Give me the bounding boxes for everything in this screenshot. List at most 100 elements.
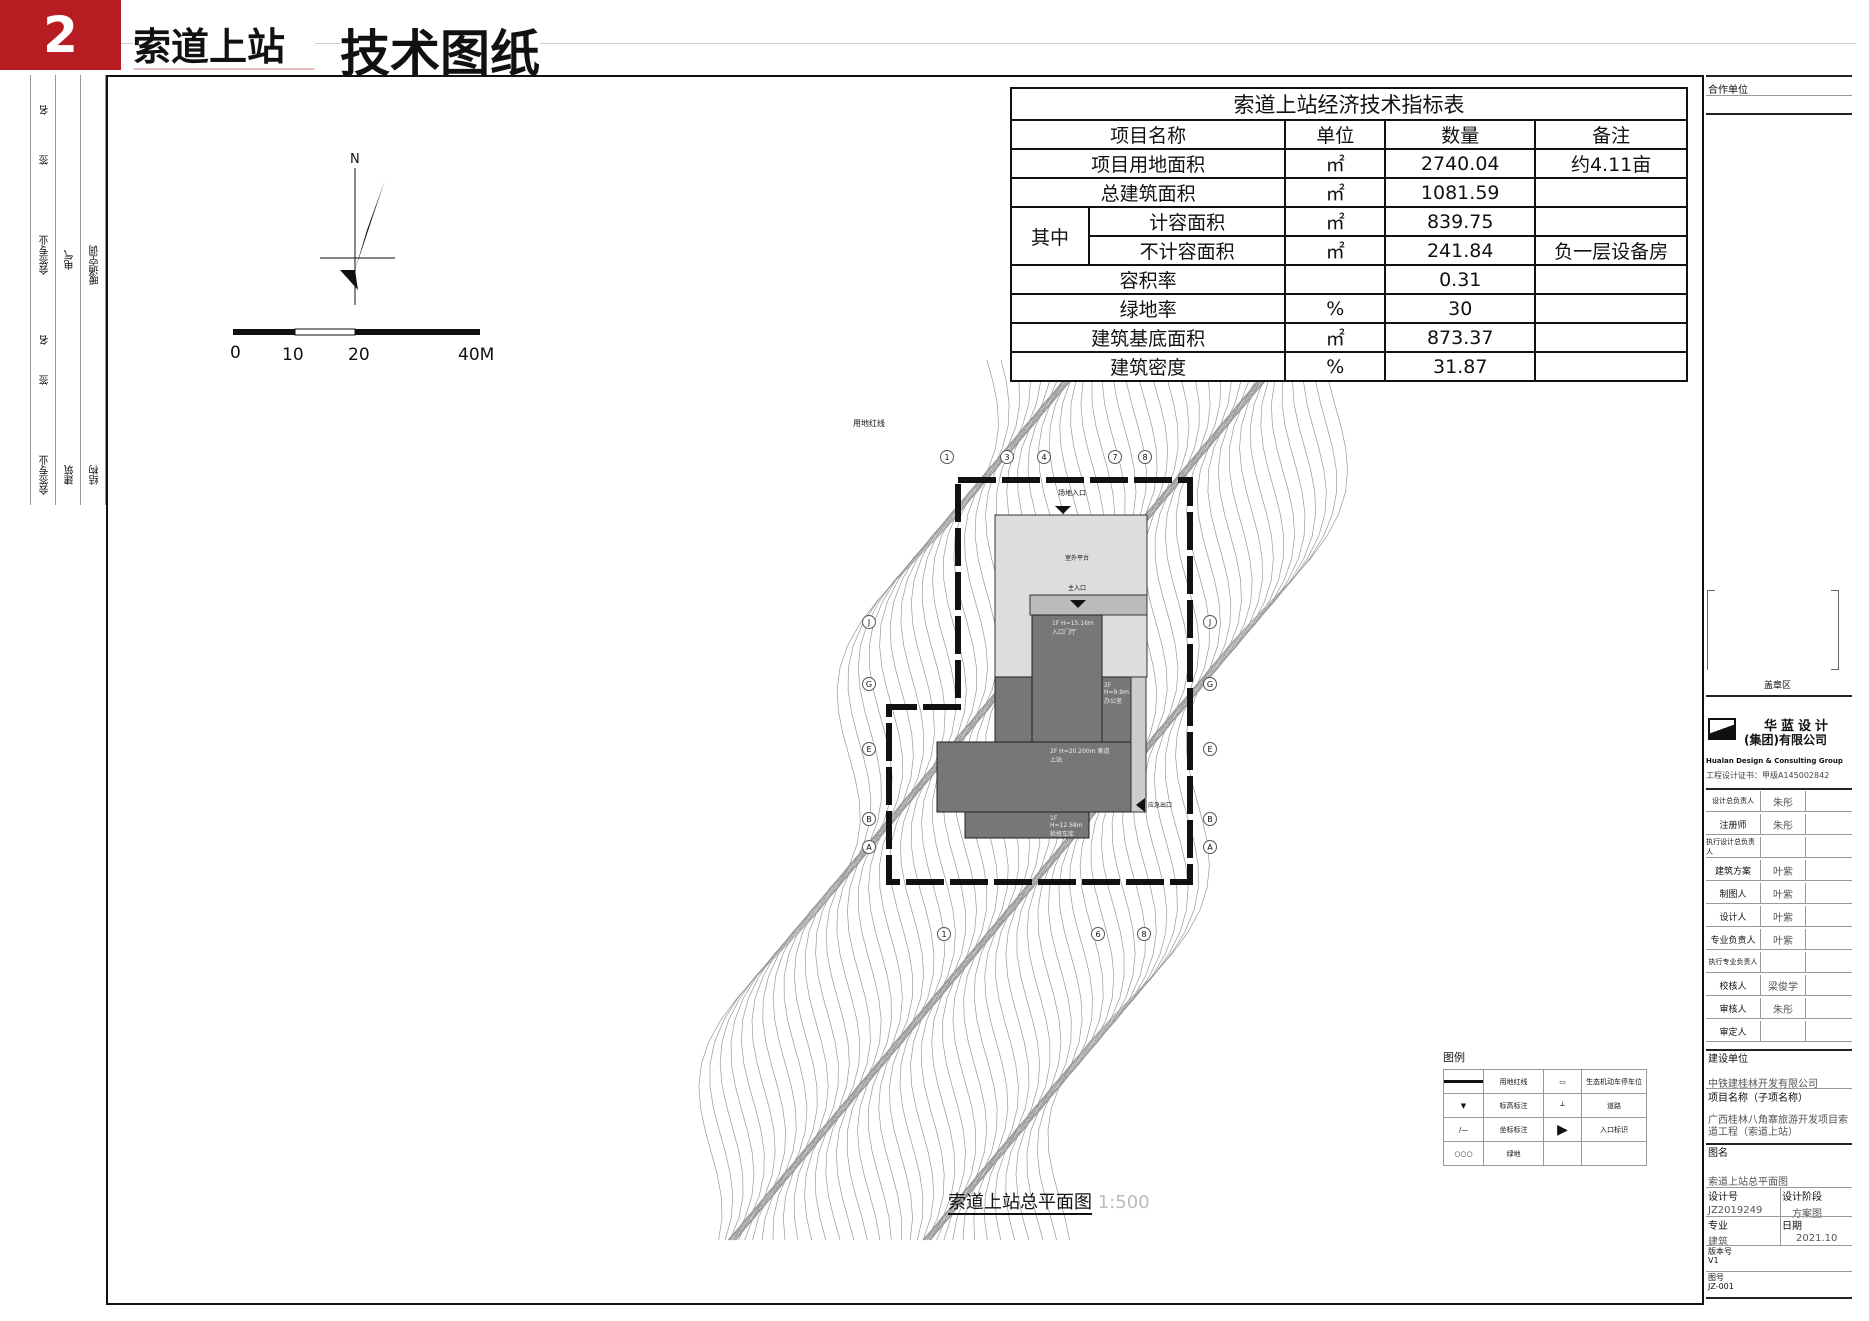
signature-row: 注册师朱彤 — [1706, 814, 1852, 835]
company-en: Hualan Design & Consulting Group — [1706, 757, 1843, 765]
entry-marker — [1055, 506, 1071, 514]
redline-label: 用地红线 — [853, 419, 885, 428]
north-label: N — [350, 152, 360, 167]
signer: 朱彤 — [1761, 998, 1806, 1018]
axis-bubble: G — [1203, 677, 1217, 691]
name-cell: 计容面积 — [1087, 206, 1287, 237]
lobby-label: 1F H=15.16m 入口门厅 — [1052, 620, 1094, 636]
note-cell — [1534, 322, 1688, 353]
note-cell: 约4.11亩 — [1534, 148, 1688, 179]
drawing: 索道上站总平面图 — [1708, 1177, 1788, 1188]
value-cell: 241.84 — [1384, 235, 1537, 266]
company-name-2: (集团)有限公司 — [1744, 733, 1827, 747]
road-icon: ┴ — [1543, 1093, 1582, 1118]
signature-row: 执行设计总负责人 — [1706, 837, 1852, 858]
stage: 方案图 — [1792, 1209, 1822, 1220]
emergency-label: 应急出口 — [1148, 802, 1173, 809]
value-cell: 2740.04 — [1384, 148, 1537, 179]
role: 设计总负责人 — [1706, 791, 1761, 811]
garage-label: 1F H=12.58m 检修车库 — [1050, 815, 1083, 838]
axis-bubble: 3 — [1000, 450, 1014, 464]
legend-item: 绿地 — [1483, 1141, 1544, 1166]
axis-bubble: 1 — [940, 450, 954, 464]
legend-item: 生态机动车停车位 — [1581, 1069, 1647, 1094]
scale-tick: 0 — [230, 343, 241, 363]
site-boundary — [886, 477, 1193, 885]
sheet-label: 图号 — [1708, 1273, 1724, 1282]
axis-bubble: A — [862, 840, 876, 854]
group-cell: 其中 — [1010, 206, 1090, 266]
drawing-name: 索道上站总平面图 — [948, 1192, 1092, 1215]
axis-bubble: J — [862, 615, 876, 629]
signature-row: 执行专业负责人 — [1706, 952, 1852, 973]
role: 执行专业负责人 — [1706, 952, 1761, 972]
signature-row: 专业负责人叶紫 — [1706, 929, 1852, 950]
role: 审核人 — [1706, 998, 1761, 1018]
value-cell: 31.87 — [1384, 351, 1537, 382]
unit-cell: ㎡ — [1284, 322, 1387, 353]
signature-row: 设计人叶紫 — [1706, 906, 1852, 927]
legend-item: 道路 — [1581, 1093, 1647, 1118]
unit-cell — [1284, 264, 1387, 295]
contour-line — [1036, 359, 1337, 1241]
role: 设计人 — [1706, 906, 1761, 926]
date-label: 日期 — [1782, 1221, 1802, 1232]
axis-bubble: G — [862, 677, 876, 691]
entry-icon: ▶ — [1543, 1117, 1582, 1142]
signer — [1761, 837, 1806, 857]
unit-cell: ㎡ — [1284, 206, 1387, 237]
section-subtitle: 索道上站 — [133, 16, 316, 70]
col-header: 备注 — [1534, 119, 1688, 150]
discipline: 建筑 — [1708, 1237, 1728, 1248]
client-label: 建设单位 — [1708, 1054, 1748, 1065]
section-number: 2 — [0, 0, 121, 70]
note-cell: 负一层设备房 — [1534, 235, 1688, 266]
signer — [1761, 952, 1806, 972]
redline-swatch — [1444, 1080, 1483, 1083]
office-label: 2F H=9.9m 办公室 — [1104, 682, 1129, 705]
col-header: 单位 — [1284, 119, 1387, 150]
name-cell: 不计容面积 — [1087, 235, 1287, 266]
drawing-scale: 1:500 — [1097, 1192, 1150, 1213]
project-label: 项目名称（子项名称） — [1708, 1093, 1808, 1104]
axis-bubble: 1 — [937, 927, 951, 941]
signature-row: 审核人朱彤 — [1706, 998, 1852, 1019]
company-logo-icon — [1708, 718, 1736, 740]
axis-bubble: 7 — [1108, 450, 1122, 464]
drawing-title: 索道上站总平面图 1:500 — [948, 1188, 1150, 1215]
entry-label: 场地入口 — [1058, 489, 1086, 497]
axis-bubble: 4 — [1037, 450, 1051, 464]
signer: 朱彤 — [1761, 814, 1806, 834]
contour-line — [719, 359, 1020, 1241]
main-entry-marker — [1070, 600, 1086, 608]
signer: 叶紫 — [1761, 883, 1806, 903]
scale-tick: 10 — [282, 345, 304, 365]
version: V1 — [1708, 1256, 1719, 1265]
note-cell — [1534, 351, 1688, 382]
building-garage — [964, 811, 1090, 839]
design-no-label: 设计号 — [1708, 1192, 1738, 1203]
legend-item: 用地红线 — [1483, 1069, 1544, 1094]
design-no: JZ2019249 — [1708, 1205, 1763, 1216]
role: 制图人 — [1706, 883, 1761, 903]
signer: 朱彤 — [1761, 791, 1806, 811]
note-cell — [1534, 206, 1688, 237]
header-rule — [121, 43, 1856, 44]
note-cell — [1534, 177, 1688, 208]
building-lobby — [1031, 614, 1103, 743]
unit-cell: ㎡ — [1284, 177, 1387, 208]
coordinate-icon: /— — [1443, 1117, 1484, 1142]
signer: 叶紫 — [1761, 860, 1806, 880]
axis-bubble: B — [1203, 812, 1217, 826]
contour-line — [727, 359, 1089, 1241]
discipline-label: 专业 — [1708, 1221, 1728, 1232]
contour-line — [782, 359, 1084, 1241]
legend-item: 标高标注 — [1483, 1093, 1544, 1118]
value-cell: 30 — [1384, 293, 1537, 324]
building-station — [936, 741, 1132, 813]
